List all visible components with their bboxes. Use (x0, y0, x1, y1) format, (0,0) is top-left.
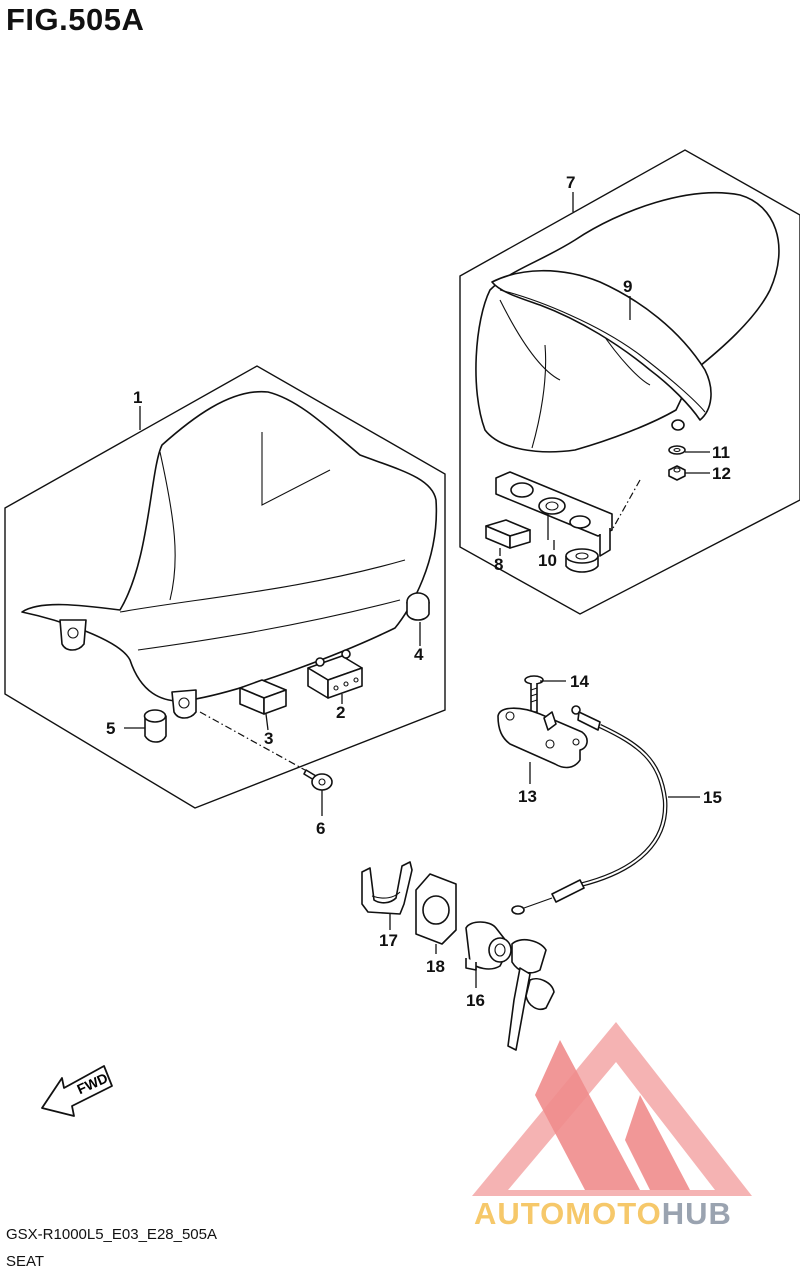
model-code: GSX-R1000L5_E03_E28_505A (6, 1226, 217, 1243)
callout-16: 16 (466, 991, 485, 1010)
section-name: SEAT (6, 1253, 45, 1270)
front-seat-frame (4, 365, 446, 809)
callout-labels: 1 2 3 4 5 6 7 8 9 10 11 12 13 14 15 16 1… (106, 173, 731, 1010)
watermark-text-part1: AUTOMOTO (474, 1196, 662, 1231)
cushion-10 (565, 548, 599, 573)
screw-14 (524, 675, 544, 713)
callout-2: 2 (336, 703, 345, 722)
callout-15: 15 (703, 788, 722, 807)
callout-7: 7 (566, 173, 575, 192)
callout-9: 9 (623, 277, 632, 296)
key-cylinder-16 (465, 921, 512, 971)
bolt-6 (199, 711, 333, 791)
holder-clip-17 (361, 861, 413, 915)
callout-5: 5 (106, 719, 115, 738)
callout-14: 14 (570, 672, 589, 691)
callout-1: 1 (133, 388, 142, 407)
callout-11: 11 (712, 443, 730, 462)
rubber-strip-2 (307, 649, 363, 699)
washer-11 (668, 445, 686, 455)
cushion-5 (143, 709, 167, 743)
bracket-10 (495, 471, 641, 557)
callout-13: 13 (518, 787, 537, 806)
pad-8 (485, 519, 531, 549)
callout-10: 10 (538, 551, 557, 570)
callout-8: 8 (494, 555, 503, 574)
watermark-logo (472, 1022, 752, 1196)
leader-lines (124, 192, 710, 988)
callout-17: 17 (379, 931, 398, 950)
watermark-text: AUTOMOTOHUB (474, 1196, 732, 1232)
cushion-4 (406, 592, 430, 621)
key (507, 938, 555, 1051)
plate-18 (415, 873, 457, 945)
pad-3 (239, 679, 287, 715)
fwd-direction-arrow: FWD (41, 1065, 113, 1117)
watermark-text-part2: HUB (661, 1196, 732, 1231)
callout-12: 12 (712, 464, 731, 483)
callout-3: 3 (264, 729, 273, 748)
front-seat (21, 390, 438, 719)
rear-seat-frame (459, 149, 800, 615)
nut-12 (668, 465, 686, 481)
callout-18: 18 (426, 957, 445, 976)
seat-lock-13 (497, 707, 588, 769)
figure-title: FIG.505A (6, 2, 145, 37)
seat-lock-cable-15 (511, 705, 668, 915)
callout-4: 4 (414, 645, 424, 664)
callout-6: 6 (316, 819, 325, 838)
seal-strip-9 (491, 269, 712, 431)
